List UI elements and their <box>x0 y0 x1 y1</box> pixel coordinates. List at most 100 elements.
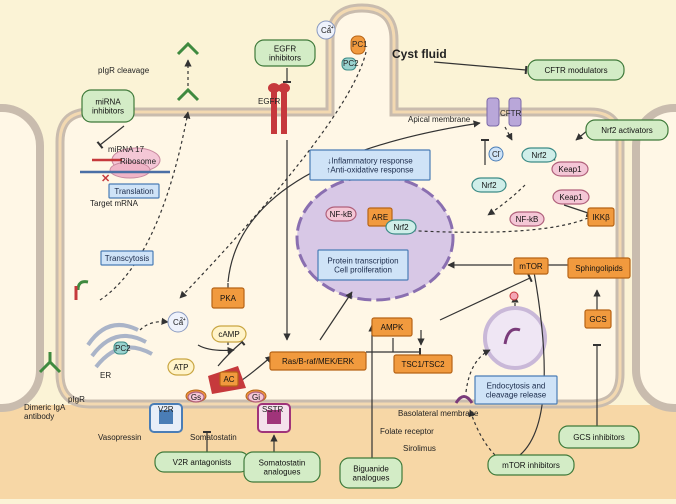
pigr-label: pIgR <box>68 395 85 404</box>
transcytosis-box: Transcytosis <box>100 250 154 266</box>
nucleus <box>295 174 455 302</box>
gcs-box: GCS <box>584 309 612 329</box>
vasopressin-label: Vasopressin <box>98 433 141 442</box>
translation-box: Translation <box>108 183 160 199</box>
ca-cytosol-label: Ca <box>173 318 184 327</box>
mtor-inhibitors-label: mTOR inhibitors <box>502 461 560 470</box>
released-fragment-icon <box>509 291 519 301</box>
pc1-protein <box>350 35 366 55</box>
nfkb-nucleus-box: NF-kB <box>325 206 357 222</box>
neighbour-cell-right <box>632 104 676 412</box>
nfkb-nucleus-label: NF-kB <box>330 210 353 219</box>
nrf2-box: Nrf2 <box>521 147 557 163</box>
pigr-cleavage-label: pIgR cleavage <box>98 66 150 75</box>
nfkb-box: NF-kB <box>509 211 545 227</box>
pc2-label: PC2 <box>115 344 131 353</box>
atp-box: ATP <box>167 358 195 376</box>
egfr-label: EGFR <box>258 97 280 106</box>
calcium-ion-cytosol <box>167 311 189 333</box>
keap1-free-box: Keap1 <box>552 189 590 205</box>
nrf2-label: Nrf2 <box>531 151 547 160</box>
atp-label: ATP <box>174 363 189 372</box>
v2r-antagonists-box: V2R antagonists <box>154 451 250 473</box>
are-label: ARE <box>372 213 388 222</box>
mtor-label: mTOR <box>519 262 543 271</box>
sirolimus-label: Sirolimus <box>403 444 436 453</box>
gs-label-label: Gs <box>191 393 201 402</box>
apical-membrane-label: Apical membrane <box>408 115 471 124</box>
ac-label-box: AC <box>219 371 239 387</box>
v2r-label: V2R <box>158 405 174 414</box>
gcs-inhibitors-box: GCS inhibitors <box>558 425 640 449</box>
mtor-box: mTOR <box>513 257 549 275</box>
sirolimus-conjugate-icon <box>503 327 521 345</box>
endocytic-vesicle <box>483 306 547 370</box>
gs-label-box: Gs <box>187 391 205 403</box>
sstr-receptor-icon <box>257 403 291 433</box>
transcytosis-label: Transcytosis <box>105 254 150 263</box>
cell-membrane-inner <box>58 6 622 406</box>
basolateral-membrane-label: Basolateral membrane <box>398 409 479 418</box>
cftr-label: CFTR <box>500 109 522 118</box>
ac-label-label: AC <box>223 375 234 384</box>
pc2-er-protein <box>113 341 129 355</box>
basolateral-fluid <box>0 405 676 499</box>
tsc-box: TSC1/TSC2 <box>393 354 453 374</box>
cl-sup-label: − <box>498 149 501 155</box>
ras-box: Ras/B-raf/MEK/ERK <box>269 351 367 371</box>
iga-antibody-icon <box>38 352 62 374</box>
mtor-inhibitors-box: mTOR inhibitors <box>487 454 575 476</box>
keap1-free-label: Keap1 <box>559 193 583 202</box>
nrf2-free-box: Nrf2 <box>471 177 507 193</box>
ca-sup-apical: 2+ <box>328 25 334 31</box>
ikkb-box: IKKβ <box>587 207 615 227</box>
ribosome-small-icon <box>109 161 151 179</box>
calcium-ion-apical <box>316 20 336 40</box>
ca-sup-cytosol: 2+ <box>180 317 186 323</box>
nrf2-nucleus-box: Nrf2 <box>385 219 417 235</box>
gi-label-box: Gi <box>247 391 265 403</box>
pc2-apical-label: PC2 <box>343 59 359 68</box>
somatostatin-label: Somatostatin <box>190 433 237 442</box>
dashed-arrows <box>99 51 589 456</box>
sphingolipids-box: Sphingolipids <box>567 257 631 279</box>
mirna17-label: miRNA 17 <box>108 145 145 154</box>
ca-apical-label: Ca <box>321 26 332 35</box>
nrf2-activators-label: Nrf2 activators <box>601 126 653 135</box>
translation-label: Translation <box>114 187 153 196</box>
cl-label: Cl <box>492 150 500 159</box>
target-mrna-label: Target mRNA <box>90 199 139 208</box>
pc1-label: PC1 <box>352 40 368 49</box>
cyst-fluid-label: Cyst fluid <box>392 47 447 61</box>
chloride-ion <box>488 146 504 162</box>
pka-box: PKA <box>211 287 245 309</box>
cftr-modulators-box: CFTR modulators <box>527 59 625 81</box>
block-mark-icon: ✕ <box>101 173 110 185</box>
camp-box: cAMP <box>211 325 247 343</box>
neighbour-cell-left <box>0 104 44 412</box>
are-box: ARE <box>367 207 393 227</box>
gi-label-label: Gi <box>252 393 260 402</box>
ras-label: Ras/B-raf/MEK/ERK <box>282 357 355 366</box>
nrf2-activators-box: Nrf2 activators <box>585 119 669 141</box>
tsc-label: TSC1/TSC2 <box>401 360 445 369</box>
response-label: ↓Inflammatory response↑Anti-oxidative re… <box>326 157 414 175</box>
cftr-modulators-label: CFTR modulators <box>544 66 607 75</box>
ribosome-label: Ribosome <box>120 157 157 166</box>
keap1-box: Keap1 <box>551 161 589 177</box>
nrf2-free-label: Nrf2 <box>481 181 497 190</box>
camp-label: cAMP <box>218 330 239 339</box>
